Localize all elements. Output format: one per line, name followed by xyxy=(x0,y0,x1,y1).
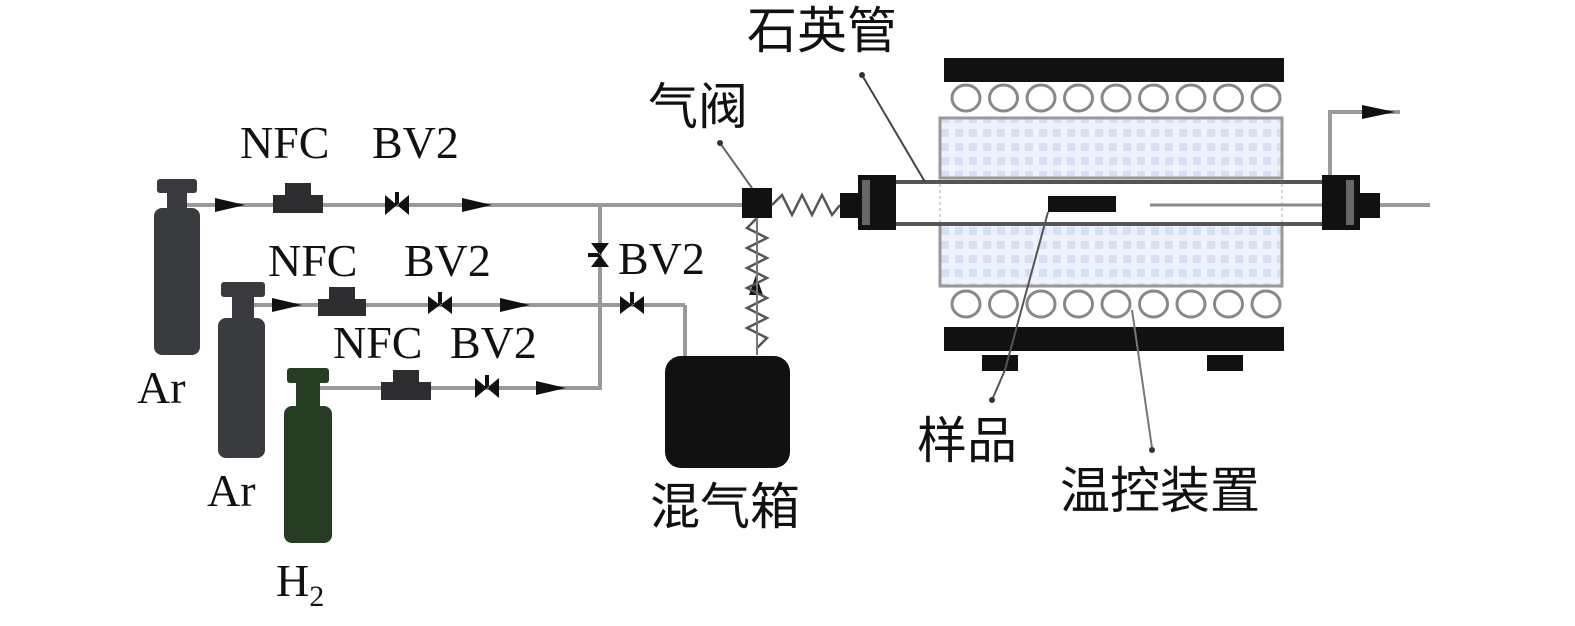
label-sample: 样品 xyxy=(917,413,1017,469)
valve-icon xyxy=(475,375,499,398)
h2-main: H xyxy=(276,555,310,606)
label-bv2-3: BV2 xyxy=(450,317,537,368)
ar-cylinder-1 xyxy=(154,179,200,355)
coil-ring xyxy=(1100,83,1132,113)
furnace-top-plate xyxy=(944,58,1284,82)
sample-boat xyxy=(1048,196,1116,212)
coil-ring xyxy=(1213,83,1244,113)
furnace-foot xyxy=(1207,355,1243,371)
label-ar-1: Ar xyxy=(137,362,186,413)
tube-furnace xyxy=(840,58,1380,453)
label-bv2-1: BV2 xyxy=(372,117,459,168)
mfc-1-icon xyxy=(273,183,323,213)
label-bv2-2: BV2 xyxy=(404,235,491,286)
mass-flow-controllers xyxy=(273,183,431,400)
label-nfc-1: NFC xyxy=(240,117,330,168)
coil-ring xyxy=(1175,289,1207,319)
coil-ring xyxy=(1138,289,1169,319)
coil-ring xyxy=(1250,83,1282,113)
heating-coils-top xyxy=(950,83,1282,113)
label-quartz-tube: 石英管 xyxy=(747,3,897,59)
coil-ring xyxy=(988,83,1019,113)
valve-icon xyxy=(620,292,644,314)
furnace-foot xyxy=(982,355,1018,371)
ar-cylinder-2 xyxy=(218,282,265,458)
label-nfc-3: NFC xyxy=(333,317,423,368)
temp-leader-line xyxy=(1131,309,1153,449)
arrow-icon xyxy=(500,298,530,312)
arrow-icon xyxy=(215,198,245,212)
label-temp-control: 温控装置 xyxy=(1060,463,1260,519)
valve-leader-line xyxy=(719,142,753,189)
coil-ring xyxy=(1063,289,1094,319)
coil-ring xyxy=(1100,289,1132,319)
coil-ring xyxy=(1138,83,1169,113)
coil-ring xyxy=(1175,83,1207,113)
coil-ring xyxy=(1025,289,1057,319)
arrow-icon xyxy=(462,198,492,212)
heating-coils-bottom xyxy=(950,289,1282,319)
mixing-box xyxy=(665,356,790,468)
mfc-2-icon xyxy=(318,287,366,316)
coil-ring xyxy=(950,289,982,319)
sample-leader-line xyxy=(991,211,1049,401)
ball-valves xyxy=(385,192,644,398)
bypass-valve-icon xyxy=(588,243,609,267)
gas-valve-assembly xyxy=(717,140,841,355)
flange-right xyxy=(1322,175,1360,230)
coil-ring xyxy=(1025,83,1057,113)
h2-cylinder xyxy=(284,368,332,543)
arrow-icon xyxy=(272,298,302,312)
furnace-bottom-plate xyxy=(944,327,1284,351)
mfc-3-icon xyxy=(381,370,431,400)
insulation-top xyxy=(938,116,1284,180)
arrow-icon xyxy=(1362,105,1395,119)
label-h2: H2 xyxy=(276,558,324,612)
label-nfc-2: NFC xyxy=(268,235,358,286)
gas-cylinders xyxy=(154,179,332,543)
valve-icon xyxy=(428,292,452,314)
coil-ring xyxy=(1063,83,1094,113)
coil-ring xyxy=(988,289,1019,319)
exhaust-pipe xyxy=(1328,110,1400,185)
quartz-leader-line xyxy=(861,74,926,183)
label-gas-valve: 气阀 xyxy=(648,79,748,135)
coil-ring xyxy=(1250,289,1282,319)
spring-horizontal xyxy=(771,192,841,218)
coil-ring xyxy=(950,83,982,113)
label-bv2-bypass: BV2 xyxy=(618,233,705,284)
arrow-icon xyxy=(536,381,566,395)
valve-icon xyxy=(385,192,409,215)
coil-ring xyxy=(1213,289,1244,319)
insulation-bottom xyxy=(938,222,1284,288)
gas-valve-block xyxy=(742,188,772,218)
label-ar-2: Ar xyxy=(207,465,256,516)
label-mixing-box: 混气箱 xyxy=(650,479,800,535)
h2-subscript: 2 xyxy=(309,580,325,613)
